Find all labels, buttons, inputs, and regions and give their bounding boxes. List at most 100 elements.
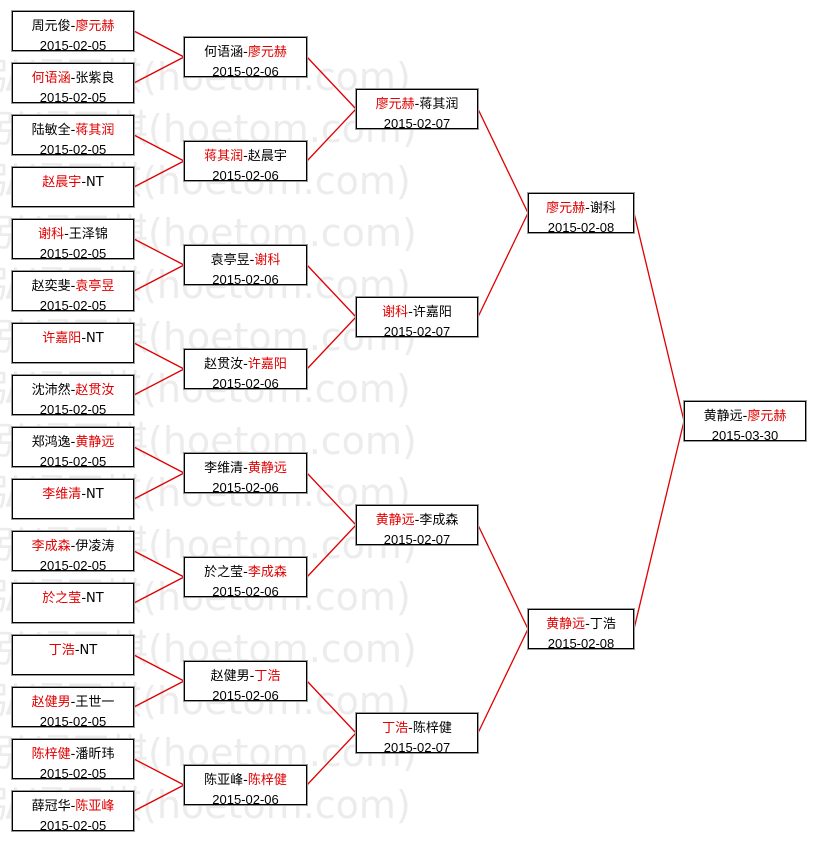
connector-line — [633, 420, 685, 630]
match-players: 袁亭昱-谢科 — [185, 251, 306, 270]
match-date: 2015-02-05 — [39, 298, 107, 313]
match-players: 黄静远-丁浩 — [529, 615, 633, 634]
player-two: 陈梓健 — [412, 721, 452, 736]
match-players: 谢科-许嘉阳 — [357, 303, 477, 322]
player-two: 丁浩 — [589, 617, 616, 632]
player-two: 陈亚峰 — [75, 799, 115, 814]
connector-line — [133, 550, 185, 578]
match-box: 丁浩-NT — [11, 634, 135, 676]
match-date: 2015-02-06 — [212, 584, 279, 599]
versus-dash: - — [74, 643, 80, 658]
connector-line — [133, 264, 185, 292]
match-players: 於之莹-NT — [13, 589, 133, 608]
versus-dash: - — [243, 357, 248, 372]
connector-line — [133, 56, 185, 84]
connector-line — [133, 654, 185, 682]
match-date: 2015-02-08 — [547, 636, 615, 651]
player-one: 李成森 — [31, 539, 71, 554]
match-players: 赵贯汝-许嘉阳 — [185, 355, 306, 374]
player-one: 何语涵 — [31, 71, 71, 86]
match-players: 薛冠华-陈亚峰 — [13, 797, 133, 816]
match-box: 谢科-许嘉阳 2015-02-07 — [355, 296, 479, 339]
player-one: 李维清 — [42, 487, 82, 502]
versus-dash: - — [585, 201, 590, 216]
player-two: 廖元赫 — [747, 409, 787, 424]
versus-dash: - — [70, 539, 76, 554]
match-players: 何语涵-廖元赫 — [185, 43, 306, 62]
connector-line — [133, 160, 185, 188]
match-players: 赵奕斐-袁亭昱 — [13, 277, 133, 296]
match-date: 2015-02-05 — [39, 90, 107, 105]
player-two: 潘昕玮 — [75, 747, 115, 762]
player-two: 廖元赫 — [75, 19, 115, 34]
match-date: 2015-02-05 — [39, 246, 107, 261]
player-one: 薛冠华 — [31, 799, 71, 814]
versus-dash: - — [70, 799, 76, 814]
match-box: 许嘉阳-NT — [11, 322, 135, 364]
connector-line — [477, 212, 529, 318]
player-one: 黄静远 — [703, 409, 743, 424]
player-one: 廖元赫 — [546, 201, 586, 216]
player-two: 蒋其润 — [419, 97, 459, 112]
player-one: 黄静远 — [546, 617, 586, 632]
player-one: 周元俊 — [31, 19, 71, 34]
connector-line — [133, 446, 185, 474]
versus-dash: - — [70, 383, 76, 398]
player-one: 赵奕斐 — [31, 279, 71, 294]
match-date: 2015-02-05 — [39, 714, 107, 729]
match-box: 李维清-NT — [11, 478, 135, 520]
connector-line — [477, 628, 529, 734]
player-one: 陈亚峰 — [204, 773, 244, 788]
player-one: 郑鸿逸 — [31, 435, 71, 450]
versus-dash: - — [414, 97, 420, 112]
player-two: 许嘉阳 — [412, 305, 452, 320]
versus-dash: - — [70, 19, 76, 34]
connector-line — [306, 524, 357, 578]
match-players: 李维清-NT — [13, 485, 133, 504]
player-one: 黄静远 — [375, 513, 415, 528]
match-date: 2015-02-05 — [39, 142, 107, 157]
player-one: 谢科 — [382, 305, 409, 320]
match-players: 廖元赫-蒋其润 — [357, 95, 477, 114]
match-date: 2015-02-07 — [383, 324, 451, 339]
match-box: 袁亭昱-谢科 2015-02-06 — [183, 244, 308, 287]
connector-line — [306, 264, 357, 318]
match-date: 2015-03-30 — [711, 428, 779, 443]
player-two: NT — [86, 331, 104, 346]
versus-dash: - — [70, 435, 76, 450]
match-date: 2015-02-05 — [39, 402, 107, 417]
match-box: 黄静远-廖元赫 2015-03-30 — [683, 400, 807, 443]
connector-line — [477, 108, 529, 214]
match-box: 於之莹-NT — [11, 582, 135, 624]
match-players: 李维清-黄静远 — [185, 459, 306, 478]
connector-line — [306, 472, 357, 526]
connector-line — [133, 238, 185, 266]
match-date: 2015-02-06 — [212, 272, 279, 287]
player-two: NT — [79, 643, 98, 658]
versus-dash: - — [243, 461, 248, 476]
match-date: 2015-02-05 — [39, 38, 107, 53]
match-players: 赵健男-王世一 — [13, 693, 133, 712]
versus-dash: - — [243, 45, 248, 60]
versus-dash: - — [249, 253, 255, 268]
versus-dash: - — [742, 409, 748, 424]
player-two: 王世一 — [75, 695, 115, 710]
versus-dash: - — [243, 773, 248, 788]
versus-dash: - — [81, 331, 87, 346]
player-two: 赵贯汝 — [75, 383, 115, 398]
player-two: 谢科 — [254, 253, 281, 268]
connector-line — [133, 472, 185, 500]
versus-dash: - — [243, 149, 248, 164]
player-one: 於之莹 — [42, 591, 82, 606]
player-two: 廖元赫 — [247, 45, 287, 60]
match-players: 蒋其润-赵晨宇 — [185, 147, 306, 166]
